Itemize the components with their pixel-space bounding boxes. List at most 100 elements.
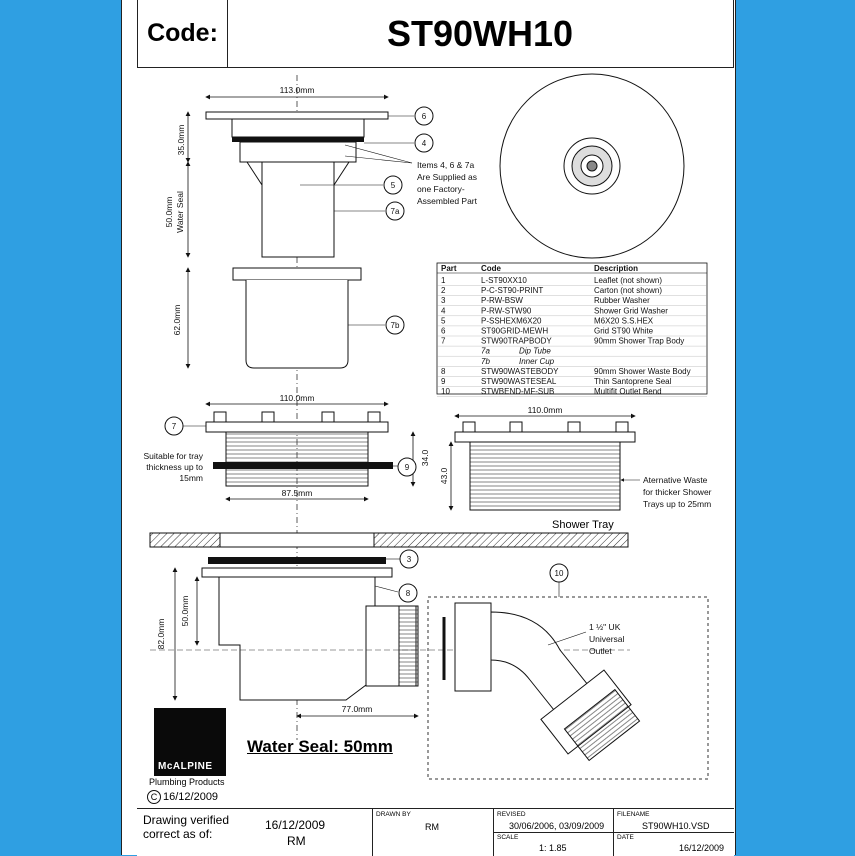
note-alt-1: Aternative Waste [643, 475, 708, 485]
note-outlet-2: Universal [589, 634, 625, 644]
table-cell: 5 [441, 316, 446, 325]
table-cell: Thin Santoprene Seal [594, 377, 672, 386]
callout-5: 5 [300, 175, 403, 195]
grid-assembly [205, 111, 389, 258]
table-cell: P-C-ST90-PRINT [481, 286, 543, 295]
product-code: ST90WH10 [386, 12, 574, 54]
table-cell: 90mm Shower Waste Body [594, 367, 691, 376]
note-tray-1: Suitable for tray [143, 451, 203, 461]
dim-trap-total: 82.0mm [156, 619, 166, 650]
table-cell: 10 [441, 387, 450, 396]
callout-6: 6 [388, 106, 434, 126]
svg-text:5: 5 [391, 181, 396, 190]
verified-label: Drawing verified correct as of: [143, 813, 230, 841]
dim-trap-seal: 50.0mm [180, 596, 190, 627]
note-outlet-1: 1 ½" UK [589, 622, 621, 632]
table-cell: Grid ST90 White [594, 327, 654, 336]
shower-tray-label: Shower Tray [552, 519, 614, 531]
note-factory-3: one Factory- [417, 184, 465, 194]
svg-text:4: 4 [422, 139, 427, 148]
drawn-by: RM [425, 822, 439, 832]
scale: 1: 1.85 [539, 843, 567, 853]
brand-subtitle: Plumbing Products [149, 777, 225, 787]
code-label: Code: [138, 0, 228, 67]
table-cell: STW90WASTEBODY [481, 367, 559, 376]
dim-outlet-offset: 77.0mm [342, 704, 373, 714]
trap-body [201, 567, 419, 701]
grid-plan-view [499, 73, 685, 259]
scale-label: SCALE [497, 834, 519, 841]
note-factory-2: Are Supplied as [417, 172, 477, 182]
svg-text:3: 3 [407, 555, 412, 564]
rubber-washer [208, 557, 386, 564]
outlet-bend [427, 596, 709, 780]
note-tray-2: thickness up to [146, 462, 203, 472]
alternative-waste [454, 421, 636, 511]
note-tray-3: 15mm [179, 473, 203, 483]
callout-9: 9 [393, 457, 417, 477]
inner-cup [232, 267, 362, 369]
verified-initials: RM [287, 834, 306, 848]
table-cell: Inner Cup [519, 357, 555, 366]
waste-body [205, 411, 393, 487]
table-cell: STW90TRAPBODY [481, 337, 552, 346]
note-alt-3: Trays up to 25mm [643, 499, 711, 509]
table-cell: 3 [441, 296, 446, 305]
table-cell: 7b [481, 357, 490, 366]
table-cell: Rubber Washer [594, 296, 650, 305]
callout-7: 7 [164, 416, 206, 436]
dim-grid-width: 113.0mm [280, 85, 315, 95]
table-cell: 90mm Shower Trap Body [594, 337, 684, 346]
table-cell: 4 [441, 306, 446, 315]
table-cell: STW90WASTESEAL [481, 377, 557, 386]
svg-text:7: 7 [172, 422, 177, 431]
table-cell: Shower Grid Washer [594, 306, 668, 315]
callout-7a: 7a [334, 201, 405, 221]
dim-alt-height: 43.0 [439, 467, 449, 484]
dim-thread: 87.5mm [282, 488, 313, 498]
title-block: Drawing verified correct as of: 16/12/20… [137, 808, 734, 856]
note-alt-2: for thicker Shower [643, 487, 712, 497]
table-cell: P-RW-STW90 [481, 306, 532, 315]
filename-label: FILENAME [617, 811, 650, 818]
date: 16/12/2009 [679, 843, 725, 853]
svg-text:Code: Code [481, 264, 502, 273]
dim-water-seal: 50.0mm [164, 197, 174, 228]
verified-date: 16/12/2009 [265, 818, 326, 832]
table-cell: 7a [481, 347, 490, 356]
dim-thread-height: 34.0 [420, 449, 430, 466]
callout-10: 10 [549, 563, 569, 597]
drawn-by-label: DRAWN BY [376, 811, 411, 818]
table-cell: STWBEND-MF-SUB [481, 387, 554, 396]
filename: ST90WH10.VSD [642, 821, 710, 831]
table-cell: 8 [441, 367, 446, 376]
dim-water-seal-label: Water Seal [175, 191, 185, 233]
title-header: Code: ST90WH10 [137, 0, 734, 68]
table-cell: Leaflet (not shown) [594, 276, 662, 285]
table-cell: 7 [441, 337, 446, 346]
note-factory-4: Assembled Part [417, 196, 478, 206]
svg-text:6: 6 [422, 112, 427, 121]
table-cell: Dip Tube [519, 347, 551, 356]
dim-alt-width: 110.0mm [528, 405, 563, 415]
water-seal-banner: Water Seal: 50mm [247, 737, 393, 756]
svg-text:7a: 7a [391, 207, 400, 216]
table-cell: P-SSHEXM6X20 [481, 316, 542, 325]
table-cell: 6 [441, 327, 446, 336]
table-cell: 1 [441, 276, 446, 285]
table-cell: 2 [441, 286, 446, 295]
callout-3: 3 [386, 549, 419, 569]
revised-label: REVISED [497, 811, 526, 818]
note-outlet-3: Outlet [589, 646, 612, 656]
svg-text:7b: 7b [391, 321, 400, 330]
callout-8: 8 [374, 583, 418, 603]
copyright-icon: C [147, 790, 161, 804]
note-factory-1: Items 4, 6 & 7a [417, 160, 474, 170]
copyright-date: 16/12/2009 [163, 791, 219, 803]
table-cell: P-RW-BSW [481, 296, 523, 305]
callout-4: 4 [364, 133, 434, 153]
svg-text:Part: Part [441, 264, 457, 273]
